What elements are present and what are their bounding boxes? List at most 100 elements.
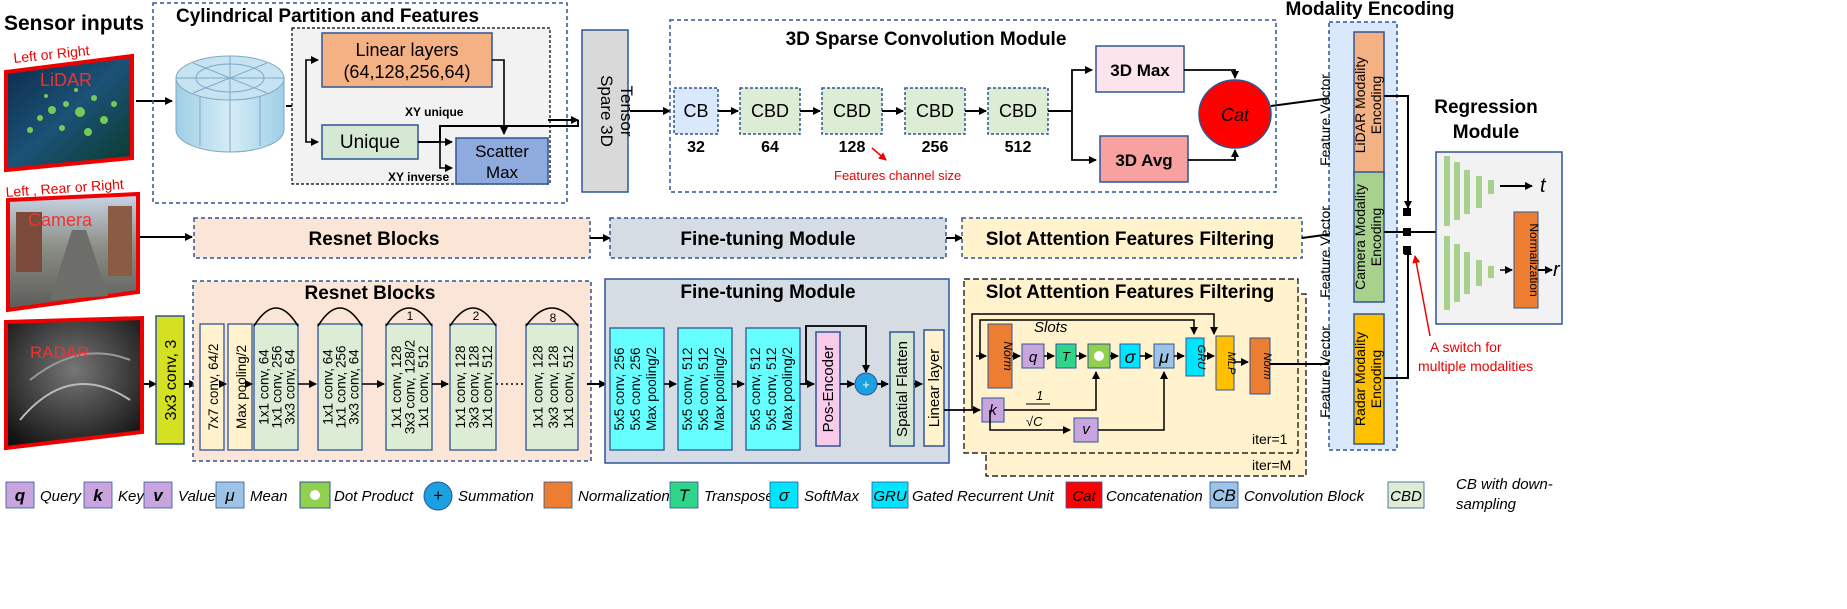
resnet-layer-4-line-0: 1x1 conv, 128 [389, 345, 404, 428]
resnet-layer-4-line-2: 1x1 conv, 512 [416, 345, 431, 428]
legend-symbol-1: k [93, 486, 104, 505]
max3d-box [1095, 45, 1185, 93]
camera-finetune-box [609, 217, 947, 259]
lidar-encoding-box [1353, 31, 1385, 179]
resnet-layer-1 [227, 323, 253, 451]
avg3d-box [1099, 135, 1189, 183]
legend-swatch-12 [1387, 481, 1425, 509]
slot-norm1-box [987, 323, 1013, 389]
finetune-layer-1-line-2: Max pooling/2 [712, 347, 727, 431]
output-r: r [1553, 259, 1561, 281]
conv-block-4 [987, 87, 1049, 135]
max-label: Max [486, 163, 519, 182]
linear-layers-label: Linear layers [355, 40, 458, 60]
finetune-layer-2-line-2: Max pooling/2 [780, 347, 795, 431]
unique-box [321, 124, 419, 160]
legend-symbol-8: σ [779, 486, 790, 505]
legend-text-9: Gated Recurrent Unit [912, 488, 1055, 505]
unique-label: Unique [340, 132, 400, 153]
conv-block-label-3: CBD [916, 101, 954, 121]
finetune-layer-2-line-1: 5x5 conv, 512 [764, 347, 779, 430]
arc-label-1: 1 [407, 309, 414, 323]
reg-lower-layer-0 [1444, 236, 1450, 310]
legend-swatch-0 [5, 481, 35, 509]
legend-symbol-10: Cat [1072, 488, 1096, 505]
spatial-flatten-label: Spatial Flatten [894, 341, 911, 437]
resnet-layer-6-line-1: 3x3 conv, 128 [546, 345, 561, 428]
resnet-layer-2-line-0: 1x1 conv, 64 [257, 349, 272, 425]
modality-title: Modality Encoding [1286, 0, 1455, 20]
legend-swatch-8 [769, 481, 799, 509]
slot-norm2-box [1249, 337, 1271, 395]
legend-text-10: Concatenation [1106, 488, 1203, 505]
slot-v-label: v [1082, 421, 1091, 438]
legend-swatch-10 [1065, 481, 1103, 509]
conv-block-label-1: CBD [751, 101, 789, 121]
linear-layer-label: Linear layer [926, 349, 943, 427]
cat-node [1198, 79, 1272, 149]
switch-note-l2: multiple modalities [1418, 358, 1533, 374]
finetune-layer-1-line-1: 5x5 conv, 512 [696, 347, 711, 430]
fv-radar: Feature Vector [1317, 326, 1333, 418]
resnet-layer-3-line-2: 3x3 conv, 64 [347, 349, 362, 425]
slot-norm1-label: Norm [1001, 341, 1015, 370]
resnet-layer-2-line-1: 1x1 conv, 256 [270, 345, 285, 428]
sparse-tensor-l1: Spare 3D [597, 75, 616, 147]
linear-layer-box [923, 329, 945, 447]
arc-label-8: 8 [550, 311, 557, 325]
lidar-label: LiDAR [40, 70, 92, 90]
finetune-layer-2 [745, 327, 801, 451]
reg-upper-layer-0 [1444, 156, 1450, 226]
legend-swatch-2 [143, 481, 173, 509]
legend-swatch-7 [669, 481, 699, 509]
legend-symbol-3: μ [224, 486, 235, 505]
features-channel-note: Features channel size [834, 168, 961, 183]
resnet-layer-2-line-2: 3x3 conv, 64 [283, 349, 298, 425]
legend-text-2: Value [178, 488, 216, 505]
slot-norm2-label: Norm [1261, 353, 1273, 380]
regression-layers [1444, 156, 1494, 310]
resnet-layer-5-line-0: 1x1 conv, 128 [453, 345, 468, 428]
resnet-layer-2 [253, 323, 299, 451]
slots-label: Slots [1034, 319, 1068, 336]
reg-lower-layer-3 [1476, 260, 1482, 286]
sparse-conv-module-box [669, 19, 1277, 193]
finetune-layer-0-line-1: 5x5 conv, 256 [628, 347, 643, 430]
conv-block-2 [821, 87, 883, 135]
radar-encoding-box [1353, 313, 1385, 445]
legend-symbol-12: CBD [1390, 488, 1422, 505]
legend-symbol-5: + [433, 486, 443, 505]
linear-layers-sizes: (64,128,256,64) [343, 62, 470, 82]
reg-lower-layer-2 [1464, 252, 1470, 294]
legend-text-8: SoftMax [804, 488, 860, 505]
legend-swatch-3 [215, 481, 245, 509]
slot-mlp-box [1215, 335, 1235, 391]
slot-mu-label: μ [1158, 347, 1169, 367]
scatter-label: Scatter [475, 142, 529, 161]
slot-frac-num: 1 [1036, 388, 1043, 403]
resnet-layer-6-line-0: 1x1 conv, 128 [530, 345, 545, 428]
finetune-layer-2-line-0: 5x5 conv, 512 [748, 347, 763, 430]
summation-label: + [862, 377, 870, 392]
reg-upper-layer-4 [1488, 180, 1494, 194]
radar-finetune-title: Fine-tuning Module [680, 282, 855, 303]
sparse-conv-title: 3D Sparse Convolution Module [786, 29, 1067, 50]
arc-label-2: 2 [473, 309, 480, 323]
slot-T-label: T [1062, 349, 1071, 364]
iterM-label: iter=M [1252, 457, 1291, 473]
avg3d-label: 3D Avg [1115, 151, 1172, 170]
resnet-layer-1-line-0: Max pooling/2 [234, 345, 249, 429]
resnet-layer-6-line-2: 1x1 conv, 512 [561, 345, 576, 428]
xy-inverse-label: XY inverse [388, 170, 449, 184]
finetune-layer-0-line-2: Max pooling/2 [644, 347, 659, 431]
scatter-max-box [455, 137, 549, 185]
max3d-label: 3D Max [1110, 61, 1170, 80]
conv-block-size-2: 128 [839, 139, 866, 156]
slot-frac-den: √C [1026, 414, 1043, 429]
slot-title: Slot Attention Features Filtering [986, 282, 1275, 303]
pos-encoder-label: Pos-Encoder [820, 346, 837, 433]
slot-v-box [1073, 417, 1099, 443]
finetune-layer-0-line-0: 5x5 conv, 256 [612, 347, 627, 430]
